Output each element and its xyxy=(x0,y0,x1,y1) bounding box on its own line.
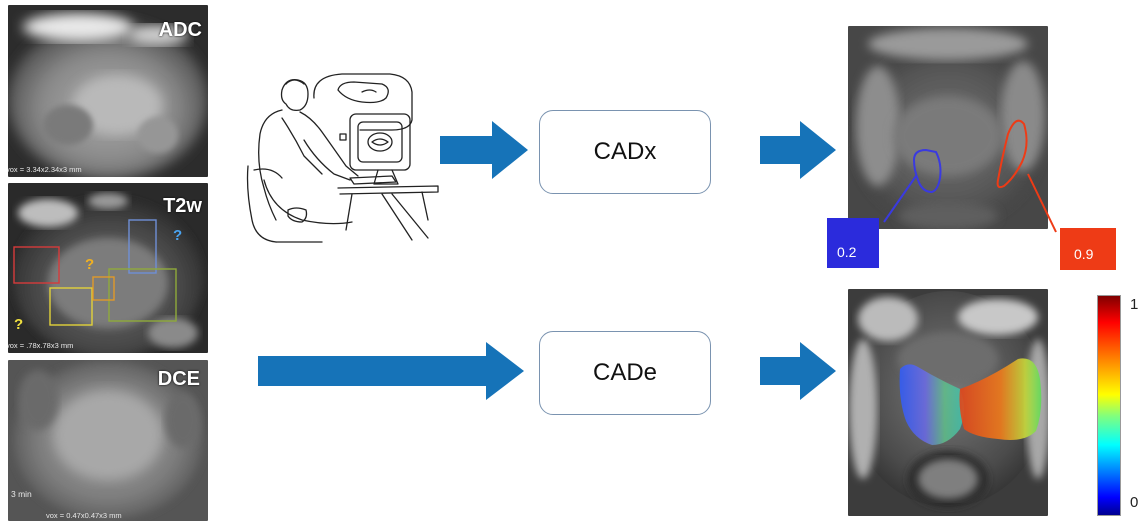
colorbar xyxy=(1097,295,1121,516)
adc-label: ADC xyxy=(158,19,202,41)
cadx-leader-lines xyxy=(883,173,1057,233)
score-high-value: 0.9 xyxy=(1074,246,1094,262)
question-mark-orange: ? xyxy=(85,256,95,273)
score-box-high: 0.9 xyxy=(1060,228,1116,270)
arrow-to-cade xyxy=(258,342,524,400)
cadx-box: CADx xyxy=(539,110,711,194)
dce-image: DCE 3 min vox = 0.47x0.47x3 mm xyxy=(8,360,208,521)
t2w-image: T2w ? ? ? vox = .78x.78x3 mm xyxy=(8,183,208,353)
cade-box: CADe xyxy=(539,331,711,415)
dce-time-label: 3 min xyxy=(11,489,32,499)
radiologist-illustration xyxy=(242,70,442,245)
colorbar-min-label: 0 xyxy=(1130,494,1139,511)
question-mark-yellow: ? xyxy=(14,316,24,333)
score-low-value: 0.2 xyxy=(837,244,857,260)
cadx-output-image xyxy=(848,26,1048,229)
t2w-label: T2w xyxy=(163,195,202,217)
arrow-to-cadx xyxy=(440,121,528,179)
score-box-low: 0.2 xyxy=(827,218,879,268)
question-mark-blue: ? xyxy=(173,227,183,244)
t2w-vox-label: vox = .78x.78x3 mm xyxy=(8,341,74,350)
arrow-cadx-to-output xyxy=(760,121,836,179)
dce-label: DCE xyxy=(157,368,200,390)
colorbar-max-label: 1 xyxy=(1130,296,1139,313)
cade-heatmap-image xyxy=(848,289,1048,516)
dce-vox-label: vox = 0.47x0.47x3 mm xyxy=(46,511,122,520)
arrow-cade-to-output xyxy=(760,342,836,400)
adc-image: ADC vox = 3.34x2.34x3 mm xyxy=(8,5,208,177)
adc-vox-label: vox = 3.34x2.34x3 mm xyxy=(8,165,82,174)
